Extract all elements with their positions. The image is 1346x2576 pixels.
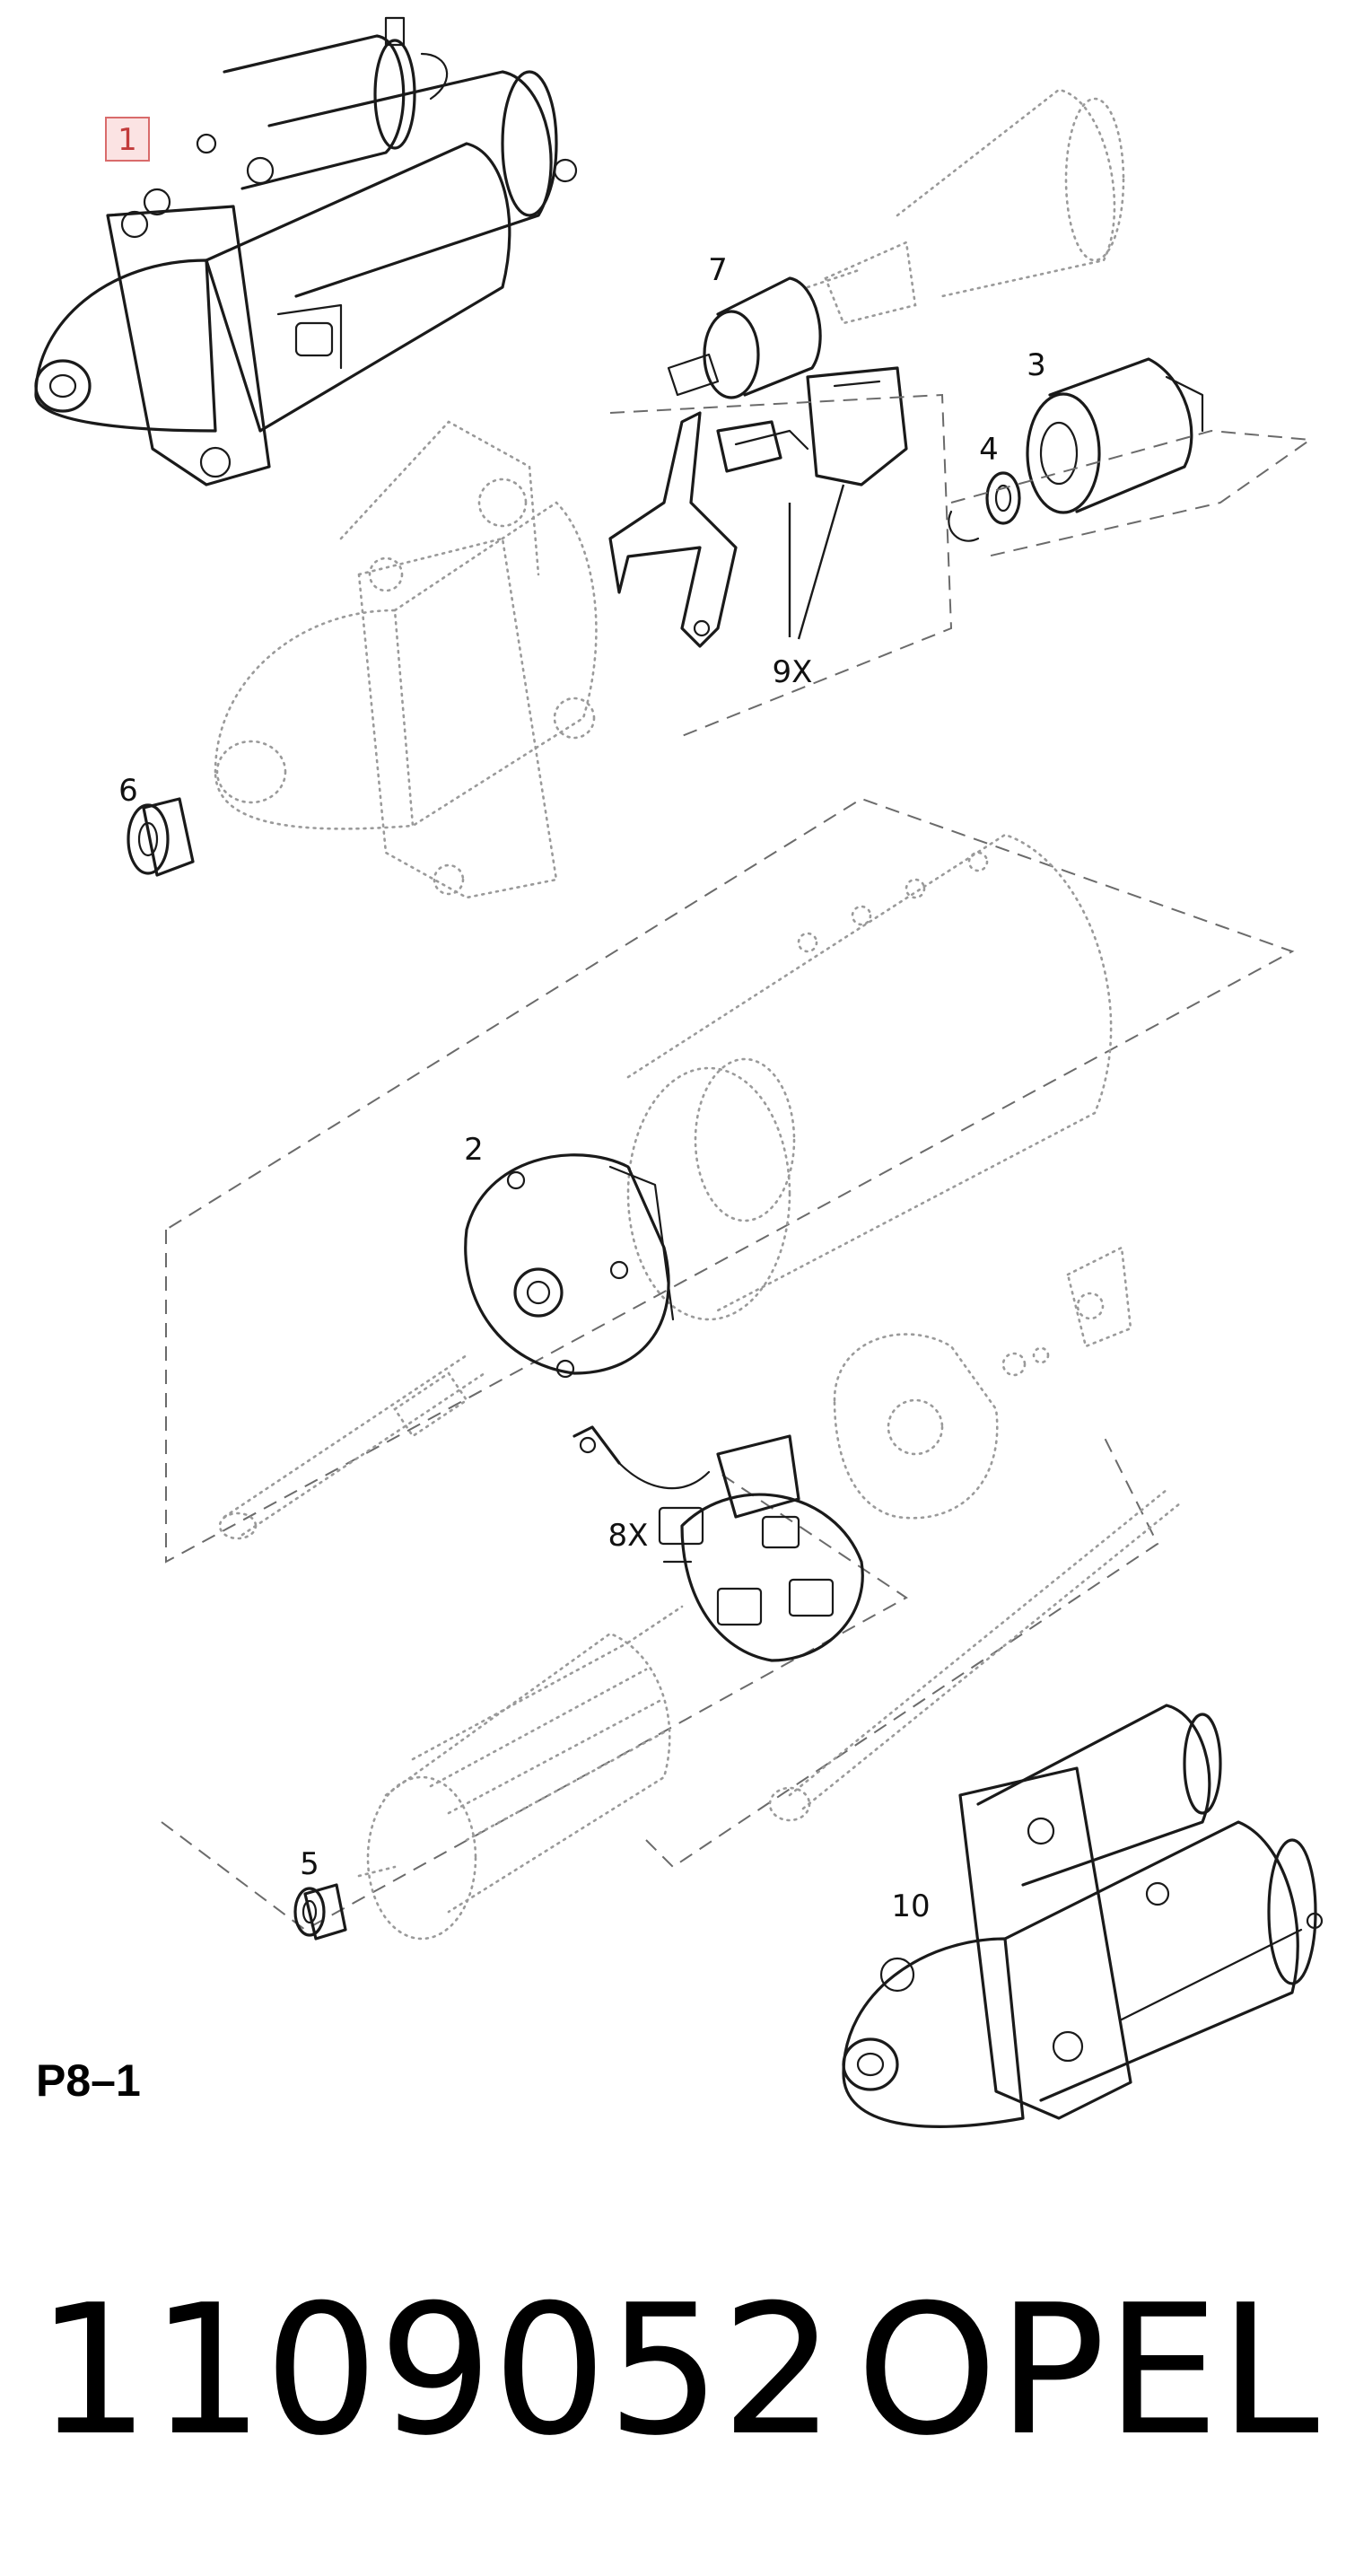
callout-part-10: 10 bbox=[891, 1888, 930, 1924]
callout-part-1: 1 bbox=[118, 122, 137, 158]
footer-brand: OPEL bbox=[856, 2266, 1319, 2475]
outline-upper-group bbox=[609, 393, 953, 737]
ghost-field-housing bbox=[626, 833, 1113, 1321]
ghost-gear-plate bbox=[833, 1246, 1132, 1520]
pinion-drive-part-3 bbox=[1026, 357, 1204, 514]
plunger-part-7 bbox=[667, 276, 822, 399]
outline-shaft-panel bbox=[645, 1435, 1159, 1869]
callout-part-2: 2 bbox=[464, 1132, 484, 1168]
callout-part-6: 6 bbox=[118, 773, 138, 809]
ghost-armature bbox=[357, 1605, 684, 1941]
snap-ring-part-4 bbox=[948, 471, 1021, 542]
callout-part-3: 3 bbox=[1027, 347, 1046, 383]
part-1-highlight-box bbox=[105, 117, 150, 162]
end-cover-part-2 bbox=[464, 1153, 675, 1379]
outline-housing-panel bbox=[165, 797, 1295, 1564]
footer-part-number: 1109052 bbox=[36, 2266, 835, 2475]
leader-part-9-b bbox=[797, 484, 845, 640]
ghost-solenoid bbox=[806, 88, 1125, 325]
ghost-long-shaft bbox=[768, 1488, 1182, 1822]
small-bushing-part-5 bbox=[293, 1883, 347, 1941]
callout-part-8: 8X bbox=[608, 1518, 649, 1554]
brush-holder-part-8 bbox=[572, 1425, 864, 1662]
bushing-part-6 bbox=[127, 797, 195, 877]
callout-part-9: 9X bbox=[773, 654, 813, 690]
outline-armature-panel bbox=[161, 1471, 908, 1932]
starter-assembly-bottom bbox=[842, 1704, 1324, 2128]
callout-part-4: 4 bbox=[979, 432, 999, 468]
callout-part-5: 5 bbox=[300, 1846, 319, 1882]
outline-pinion-group bbox=[950, 429, 1313, 557]
figure-code: P8–1 bbox=[36, 2055, 141, 2106]
starter-assembly-top bbox=[34, 16, 578, 486]
callout-part-7: 7 bbox=[708, 252, 728, 288]
engagement-lever-part-9 bbox=[608, 366, 908, 648]
ghost-starter-body bbox=[214, 420, 598, 899]
ghost-drive-shaft bbox=[218, 1354, 486, 1540]
